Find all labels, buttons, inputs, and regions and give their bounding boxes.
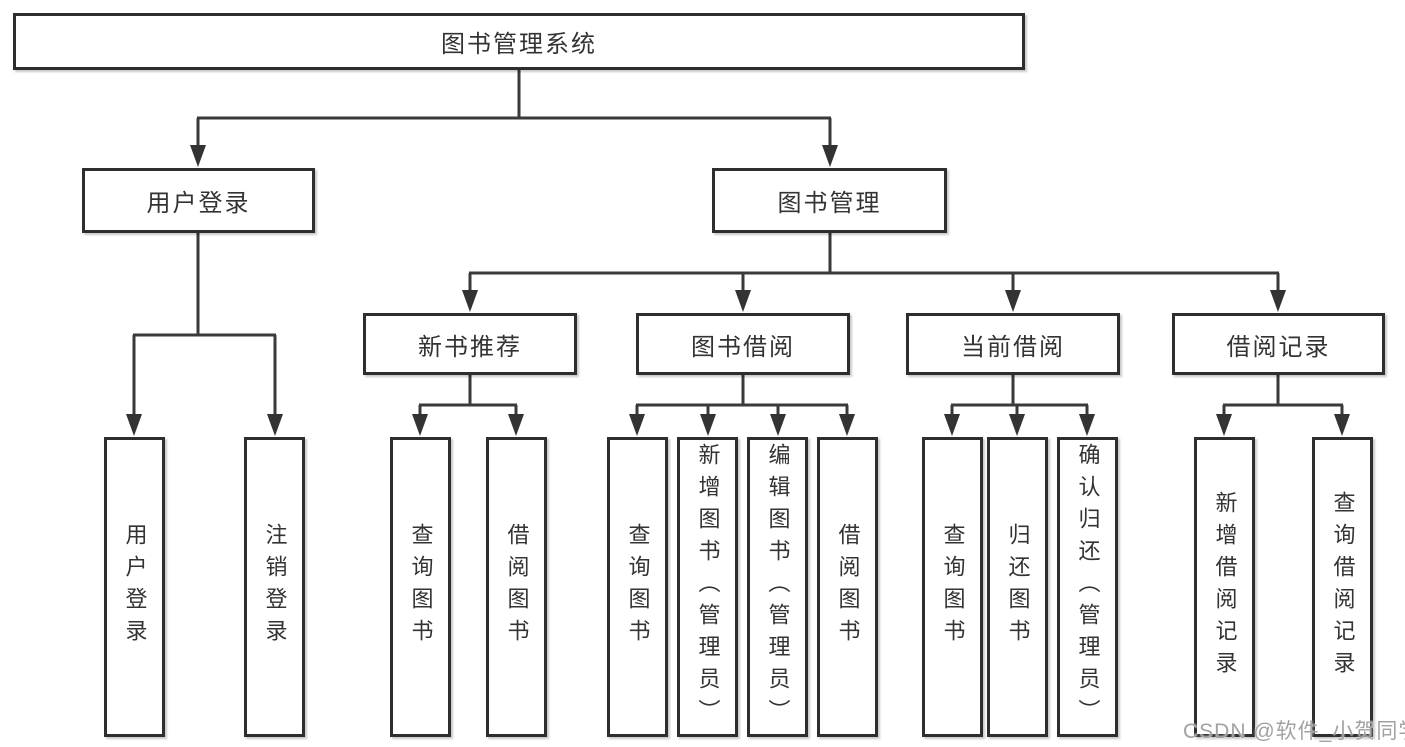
leaf-query-borrow-record: 查询借阅记录 [1312,437,1373,737]
node-new-book-recommend: 新书推荐 [363,313,577,375]
node-book-management: 图书管理 [712,168,947,233]
leaf-confirm-return-admin: 确认归还（管理员） [1057,437,1118,737]
node-book-borrow: 图书借阅 [636,313,850,375]
leaf-query-book-current: 查询图书 [922,437,983,737]
leaf-borrow-book: 借阅图书 [817,437,878,737]
watermark-text: CSDN @软件_小贺同学 [1183,720,1405,743]
node-borrow-record: 借阅记录 [1172,313,1385,375]
leaf-add-book-admin: 新增图书（管理员） [677,437,738,737]
leaf-user-login: 用户登录 [104,437,165,737]
node-current-borrow: 当前借阅 [906,313,1120,375]
leaf-query-book-recommend: 查询图书 [390,437,451,737]
leaf-add-borrow-record: 新增借阅记录 [1194,437,1255,737]
leaf-edit-book-admin: 编辑图书（管理员） [747,437,808,737]
leaf-return-book: 归还图书 [987,437,1048,737]
node-library-system: 图书管理系统 [13,13,1025,70]
leaf-query-book-borrow: 查询图书 [607,437,668,737]
node-user-login: 用户登录 [82,168,315,233]
leaf-borrow-book-recommend: 借阅图书 [486,437,547,737]
leaf-logout-login: 注销登录 [244,437,305,737]
